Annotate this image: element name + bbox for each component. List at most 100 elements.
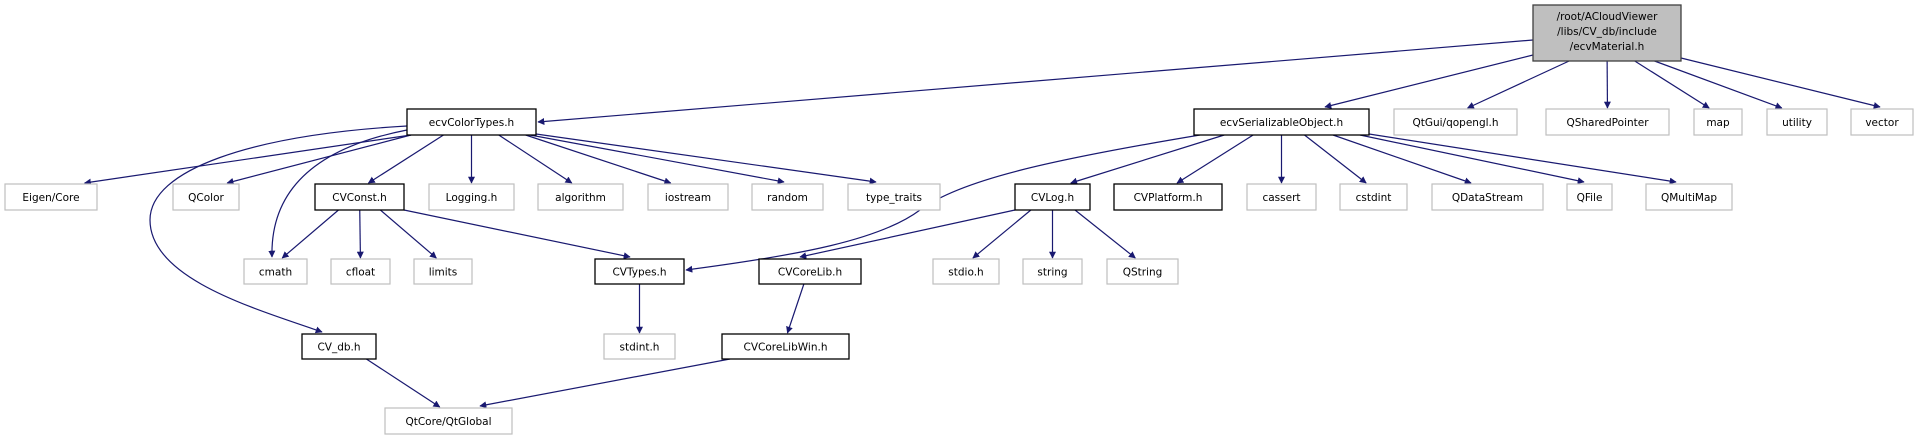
edge-CVConst-to-limits — [379, 209, 437, 259]
node-label: CVCoreLibWin.h — [744, 342, 828, 354]
node-label-line: /libs/CV_db/include — [1557, 26, 1657, 38]
node-ecvColorTypes[interactable]: ecvColorTypes.h — [406, 108, 537, 136]
node-QtGlobal: QtCore/QtGlobal — [384, 407, 513, 435]
node-CV_db[interactable]: CV_db.h — [301, 333, 377, 360]
node-label: CV_db.h — [317, 342, 360, 354]
node-EigenCore: Eigen/Core — [4, 183, 98, 211]
node-label: CVCoreLib.h — [778, 267, 842, 279]
node-box — [758, 258, 862, 285]
node-box — [243, 258, 308, 285]
node-box — [847, 183, 941, 211]
edge-root-to-ecvSerializableObject — [1324, 54, 1534, 109]
node-label: vector — [1865, 117, 1899, 129]
node-CVCoreLibWin[interactable]: CVCoreLibWin.h — [721, 333, 850, 360]
node-QFile: QFile — [1566, 183, 1613, 211]
node-box — [1431, 183, 1544, 211]
edge-ecvSerializableObject-to-CVPlatform — [1176, 134, 1254, 184]
node-random: random — [751, 183, 824, 211]
edge-root-to-map — [1634, 60, 1710, 109]
edge-root-to-vector — [1680, 57, 1881, 109]
node-box — [172, 183, 240, 211]
node-label: cfloat — [346, 267, 375, 279]
node-stdint: stdint.h — [603, 333, 676, 360]
node-stdio: stdio.h — [932, 258, 1000, 285]
node-box — [301, 333, 377, 360]
node-box — [428, 183, 515, 211]
node-cfloat: cfloat — [330, 258, 391, 285]
edge-ecvColorTypes-to-cmath — [268, 129, 408, 258]
node-label-line: /ecvMaterial.h — [1570, 41, 1645, 53]
edge-CV_db-to-QtGlobal — [366, 358, 441, 408]
node-label: Eigen/Core — [22, 192, 79, 204]
edge-ecvColorTypes-to-random — [529, 134, 785, 185]
node-box — [1022, 258, 1083, 285]
node-map: map — [1693, 108, 1743, 136]
node-label: Logging.h — [446, 192, 498, 204]
edge-ecvSerializableObject-to-CVLog — [1070, 134, 1225, 185]
node-Logging: Logging.h — [428, 183, 515, 211]
node-qopengl: QtGui/qopengl.h — [1393, 108, 1518, 136]
node-label: QSharedPointer — [1566, 117, 1649, 129]
edge-ecvSerializableObject-to-QMultiMap — [1368, 133, 1677, 185]
node-label: QMultiMap — [1661, 192, 1717, 204]
node-box — [1393, 108, 1518, 136]
node-label: QColor — [188, 192, 224, 204]
node-box — [1106, 258, 1179, 285]
node-box — [603, 333, 676, 360]
node-box — [4, 183, 98, 211]
node-label: algorithm — [555, 192, 606, 204]
node-box — [1545, 108, 1670, 136]
node-CVTypes[interactable]: CVTypes.h — [594, 258, 685, 285]
nodes: /root/ACloudViewer/libs/CV_db/include/ec… — [4, 4, 1914, 435]
node-label: CVPlatform.h — [1134, 192, 1203, 204]
node-cstdint: cstdint — [1339, 183, 1408, 211]
edge-ecvSerializableObject-to-cstdint — [1304, 134, 1367, 184]
node-box — [1693, 108, 1743, 136]
node-CVCoreLib[interactable]: CVCoreLib.h — [758, 258, 862, 285]
node-box — [721, 333, 850, 360]
node-QSharedPointer: QSharedPointer — [1545, 108, 1670, 136]
node-label: CVConst.h — [332, 192, 387, 204]
node-box — [1339, 183, 1408, 211]
node-box — [1566, 183, 1613, 211]
node-box — [1645, 183, 1733, 211]
node-utility: utility — [1766, 108, 1828, 136]
node-label: CVLog.h — [1031, 192, 1074, 204]
edge-CVConst-to-CVTypes — [403, 209, 631, 260]
node-box — [1113, 183, 1223, 211]
edge-root-to-ecvColorTypes — [537, 39, 1534, 125]
node-label: stdio.h — [948, 267, 983, 279]
node-box — [1532, 4, 1682, 62]
edge-ecvColorTypes-to-CVConst — [367, 134, 444, 184]
node-label: CVTypes.h — [612, 267, 666, 279]
node-box — [594, 258, 685, 285]
node-ecvSerializableObject[interactable]: ecvSerializableObject.h — [1193, 108, 1370, 136]
node-label: ecvSerializableObject.h — [1220, 117, 1343, 129]
node-QDataStream: QDataStream — [1431, 183, 1544, 211]
node-label: limits — [429, 267, 458, 279]
edge-CVConst-to-cfloat — [356, 209, 364, 259]
node-label: type_traits — [866, 192, 922, 204]
node-CVPlatform[interactable]: CVPlatform.h — [1113, 183, 1223, 211]
node-CVLog[interactable]: CVLog.h — [1014, 183, 1091, 211]
edge-ecvColorTypes-to-type_traits — [535, 133, 877, 185]
edge-CVLog-to-CVCoreLib — [799, 209, 1016, 260]
node-box — [384, 407, 513, 435]
node-CVConst[interactable]: CVConst.h — [314, 183, 405, 211]
node-box — [330, 258, 391, 285]
node-string: string — [1022, 258, 1083, 285]
node-label: map — [1706, 117, 1730, 129]
node-algorithm: algorithm — [537, 183, 624, 211]
edge-ecvColorTypes-to-iostream — [525, 134, 672, 185]
node-label: string — [1037, 267, 1067, 279]
node-cassert: cassert — [1246, 183, 1317, 211]
node-box — [1014, 183, 1091, 211]
node-vector: vector — [1850, 108, 1914, 136]
node-label-line: /root/ACloudViewer — [1557, 11, 1658, 23]
node-label: stdint.h — [620, 342, 660, 354]
edge-ecvSerializableObject-to-QFile — [1359, 134, 1585, 185]
node-label: cmath — [259, 267, 292, 279]
edge-CVConst-to-cmath — [281, 209, 339, 259]
node-label: QDataStream — [1452, 192, 1523, 204]
